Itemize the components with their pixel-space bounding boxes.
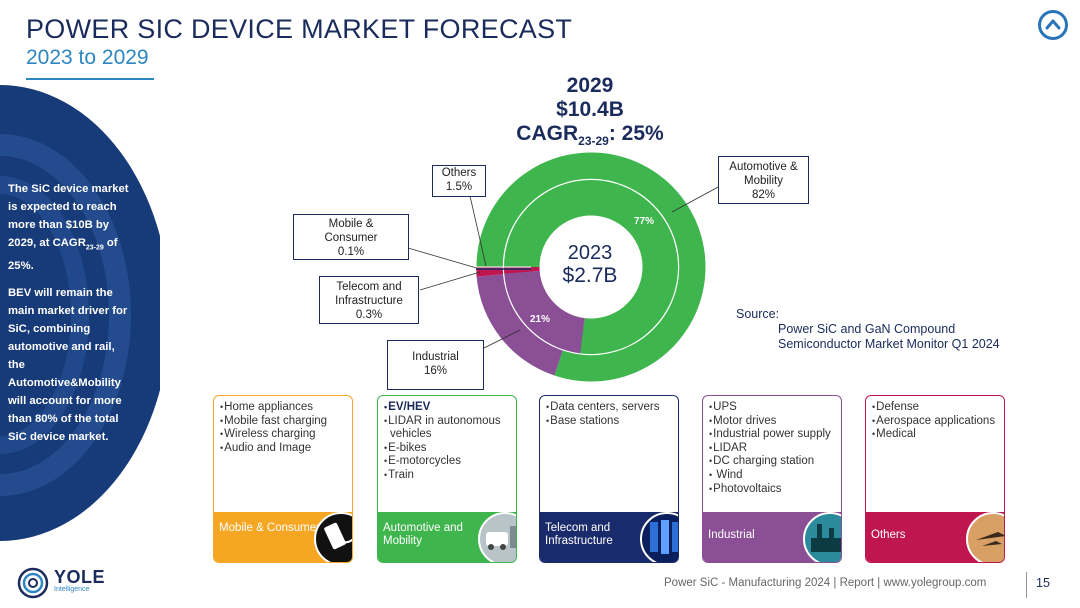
- sidebar-arc-background: [0, 85, 160, 541]
- market-share-donut: 77% 21%: [476, 152, 706, 382]
- card-list: UPSMotor drivesIndustrial power supplyLI…: [703, 396, 841, 496]
- logo-text: YOLE: [54, 567, 106, 587]
- summary-paragraph-2: BEV will remain the main market driver f…: [8, 287, 128, 444]
- card-list: DefenseAerospace applicationsMedical: [866, 396, 1004, 442]
- yole-logo-icon: [17, 567, 49, 599]
- card-list: Home appliancesMobile fast chargingWirel…: [214, 396, 352, 455]
- inner-industrial-segment: [504, 270, 585, 354]
- page-title: POWER SIC DEVICE MARKET FORECAST: [26, 14, 573, 44]
- forecast-headline: 2029 $10.4B CAGR23-29: 25%: [490, 74, 690, 153]
- segment-card-telecom: Data centers, serversBase stations Telec…: [539, 395, 679, 563]
- phone-charger-icon: [314, 512, 352, 562]
- segment-card-mobile-consumer: Home appliancesMobile fast chargingWirel…: [213, 395, 353, 563]
- headline-cagr: CAGR23-29: 25%: [516, 122, 664, 149]
- segment-card-industrial: UPSMotor drivesIndustrial power supplyLI…: [702, 395, 842, 563]
- ev-charging-icon: [478, 512, 516, 562]
- footer-divider: [1026, 572, 1027, 598]
- aircraft-icon: [966, 512, 1004, 562]
- page-subtitle: 2023 to 2029: [26, 46, 149, 69]
- headline-value: $10.4B: [556, 98, 624, 121]
- source-note: Source: Power SiC and GaN Compound Semic…: [736, 307, 1000, 351]
- page-number: 15: [1036, 576, 1050, 590]
- logo-subtext: Intelligence: [54, 586, 90, 593]
- card-list: Data centers, serversBase stations: [540, 396, 678, 428]
- chevron-up-icon: [1045, 19, 1061, 30]
- title-underline: [26, 78, 154, 80]
- segment-card-others: DefenseAerospace applicationsMedical Oth…: [865, 395, 1005, 563]
- headline-year: 2029: [566, 74, 614, 97]
- footer-reference: Power SiC - Manufacturing 2024 | Report …: [664, 577, 987, 589]
- inner-industrial-label: 21%: [530, 314, 550, 325]
- center-value: $2.7B: [562, 264, 618, 287]
- server-room-icon: [640, 512, 678, 562]
- factory-icon: [803, 512, 841, 562]
- center-year: 2023: [567, 242, 613, 264]
- summary-paragraph-1: The SiC device market is expected to rea…: [8, 183, 129, 273]
- sidebar-summary: The SiC device market is expected to rea…: [8, 180, 130, 455]
- scroll-up-button[interactable]: [1038, 10, 1068, 40]
- segment-card-automotive: EV/HEVLIDAR in autonomous vehiclesE-bike…: [377, 395, 517, 563]
- card-list: EV/HEVLIDAR in autonomous vehiclesE-bike…: [378, 396, 516, 483]
- inner-automotive-segment: [504, 180, 678, 355]
- inner-automotive-label: 77%: [634, 216, 654, 227]
